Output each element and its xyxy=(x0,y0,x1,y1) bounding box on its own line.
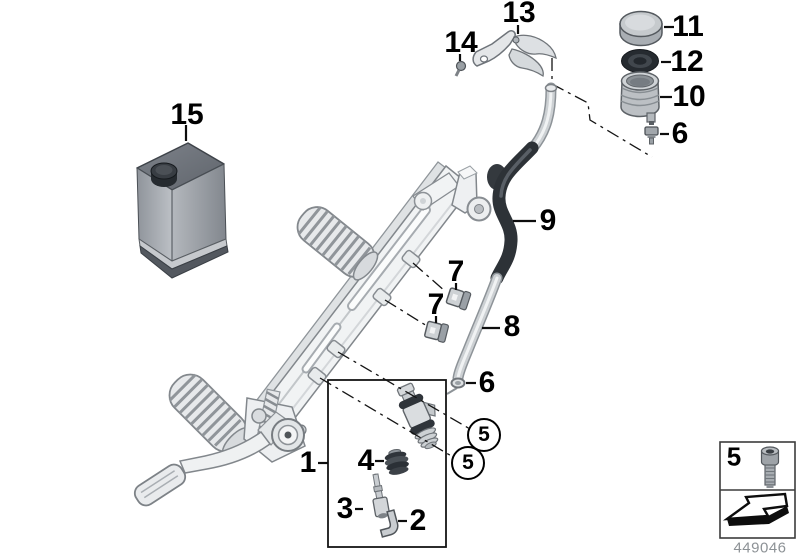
callout-7-lower[interactable]: 7 xyxy=(427,288,445,321)
retainer-clip-art xyxy=(379,509,399,538)
vent-screw-art xyxy=(644,126,659,145)
legend-box xyxy=(719,441,796,539)
callout-2[interactable]: 2 xyxy=(409,504,427,537)
upper-footpeg-art xyxy=(296,206,379,281)
callout-8[interactable]: 8 xyxy=(503,310,521,343)
diagram-number: 449046 xyxy=(733,539,787,557)
callout-6-reservoir[interactable]: 6 xyxy=(671,117,689,150)
callout-7-upper[interactable]: 7 xyxy=(447,255,465,288)
frame-carrier-art xyxy=(246,161,507,442)
socket-head-screw-icon xyxy=(760,446,780,488)
bracket-screw-art xyxy=(454,60,467,77)
piston-art xyxy=(372,473,391,519)
reservoir-cap-art xyxy=(619,10,663,47)
callout-9[interactable]: 9 xyxy=(539,204,557,237)
fluid-can-art xyxy=(136,142,229,279)
callout-15[interactable]: 15 xyxy=(170,98,204,131)
clip-upper-art xyxy=(445,287,472,311)
master-cylinder-art xyxy=(396,382,439,450)
legend-part-number: 5 xyxy=(726,441,742,472)
brake-hose-art xyxy=(446,82,558,395)
seal-kit-art xyxy=(384,448,409,475)
direction-of-travel-arrow-icon xyxy=(722,492,789,526)
assembly-axis-lines xyxy=(384,58,653,327)
callout-11[interactable]: 11 xyxy=(672,10,704,43)
callout-4[interactable]: 4 xyxy=(357,444,375,477)
pivot-and-lever-art xyxy=(133,388,307,507)
hose-grommet-art xyxy=(450,377,466,389)
screw-axis-lines xyxy=(319,351,471,458)
reservoir-art xyxy=(620,71,660,125)
callout-1[interactable]: 1 xyxy=(299,446,317,479)
clip-lower-art xyxy=(424,320,449,343)
callout-5-circled-lower[interactable]: 5 xyxy=(451,446,485,480)
leader-lines xyxy=(184,25,674,523)
diaphragm-art xyxy=(621,49,659,73)
callout-13[interactable]: 13 xyxy=(502,0,536,29)
reservoir-bracket-art xyxy=(472,30,557,78)
callout-12[interactable]: 12 xyxy=(670,45,704,78)
callout-14[interactable]: 14 xyxy=(444,26,478,59)
callout-6-hose[interactable]: 6 xyxy=(478,366,496,399)
callout-3[interactable]: 3 xyxy=(336,492,354,525)
callout-10[interactable]: 10 xyxy=(672,80,706,113)
